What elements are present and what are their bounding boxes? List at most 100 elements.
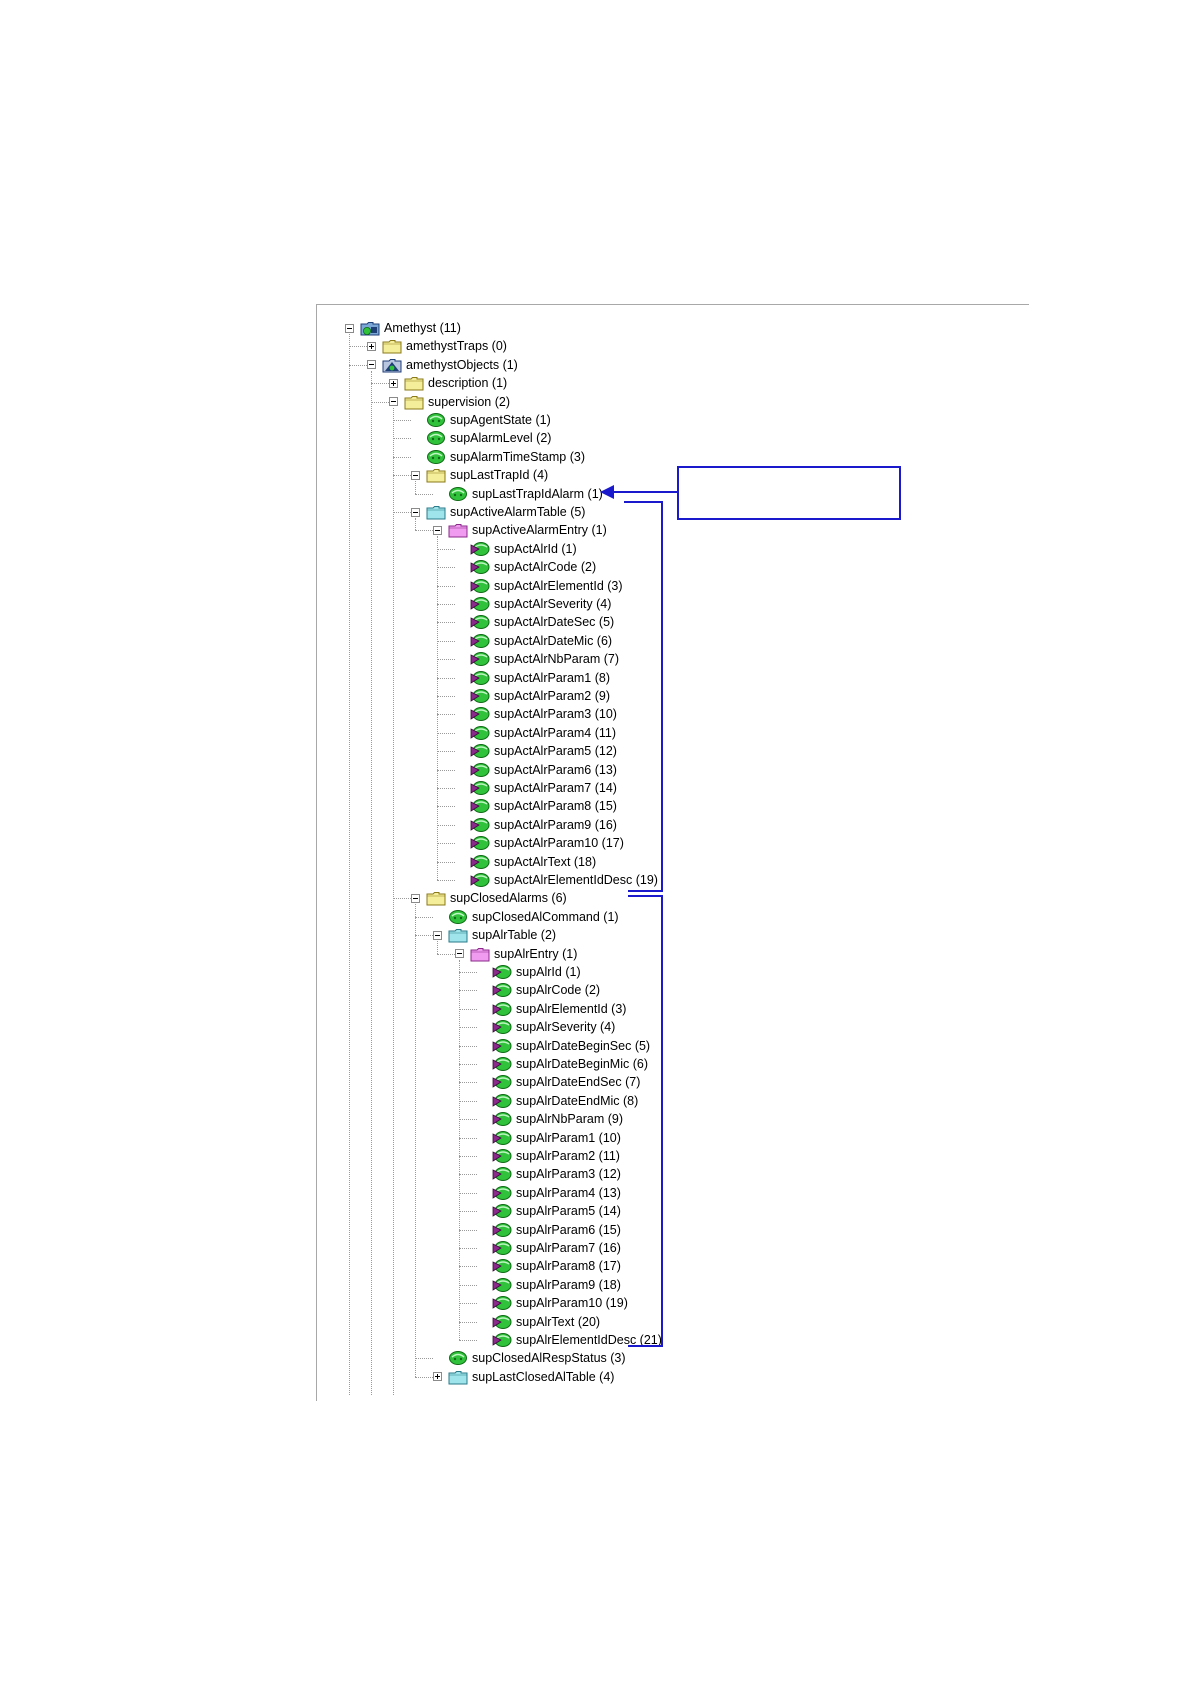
collapse-minus-icon[interactable]: [455, 949, 464, 959]
column-leaf-icon: [470, 670, 494, 686]
mib-root-icon: [360, 320, 384, 336]
tree-node-label: supAlrParam3 (12): [516, 1167, 621, 1182]
expander-spacer: [455, 636, 464, 645]
tree-node-n4[interactable]: supervision (2): [389, 393, 510, 411]
tree-node-n0[interactable]: Amethyst (11): [345, 319, 461, 337]
tree-node-n15[interactable]: supActAlrSeverity (4): [455, 595, 611, 613]
tree-node-n9[interactable]: supLastTrapIdAlarm (1): [433, 485, 603, 503]
tree-node-n49[interactable]: supAlrParam6 (15): [477, 1221, 621, 1239]
tree-node-n40[interactable]: supAlrDateBeginMic (6): [477, 1055, 648, 1073]
tree-node-n1[interactable]: amethystTraps (0): [367, 337, 507, 355]
expand-plus-icon[interactable]: [389, 378, 398, 388]
tree-node-n39[interactable]: supAlrDateBeginSec (5): [477, 1037, 650, 1055]
tree-node-n3[interactable]: description (1): [389, 374, 507, 392]
scalar-leaf-icon: [426, 412, 450, 428]
expander-spacer: [477, 1170, 486, 1179]
tree-node-n20[interactable]: supActAlrParam2 (9): [455, 687, 610, 705]
tree-connector-horizontal: [459, 1156, 477, 1157]
tree-node-n27[interactable]: supActAlrParam9 (16): [455, 816, 617, 834]
collapse-minus-icon[interactable]: [345, 323, 354, 333]
tree-node-n11[interactable]: supActiveAlarmEntry (1): [433, 521, 607, 539]
expander-spacer: [411, 452, 420, 461]
tree-node-n35[interactable]: supAlrId (1): [477, 963, 581, 981]
tree-node-n28[interactable]: supActAlrParam10 (17): [455, 834, 624, 852]
tree-node-n33[interactable]: supAlrTable (2): [433, 926, 556, 944]
table-folder-icon: [426, 504, 450, 520]
tree-node-n45[interactable]: supAlrParam2 (11): [477, 1147, 620, 1165]
tree-node-label: supActAlrSeverity (4): [494, 597, 612, 611]
tree-node-n18[interactable]: supActAlrNbParam (7): [455, 650, 619, 668]
collapse-minus-icon[interactable]: [411, 470, 420, 480]
tree-node-n29[interactable]: supActAlrText (18): [455, 853, 596, 871]
collapse-minus-icon[interactable]: [389, 397, 398, 407]
tree-connector-horizontal: [437, 714, 455, 716]
tree-node-n53[interactable]: supAlrParam10 (19): [477, 1294, 628, 1312]
tree-connector-horizontal: [437, 659, 455, 661]
tree-node-n31[interactable]: supClosedAlarms (6): [411, 889, 567, 907]
tree-connector-horizontal: [437, 567, 455, 569]
tree-node-n41[interactable]: supAlrDateEndSec (7): [477, 1073, 640, 1091]
tree-node-n43[interactable]: supAlrNbParam (9): [477, 1110, 623, 1128]
column-leaf-icon: [492, 1056, 516, 1072]
tree-node-n56[interactable]: supClosedAlRespStatus (3): [433, 1349, 626, 1367]
expand-plus-icon[interactable]: [367, 341, 376, 351]
tree-node-label: supAlrDateEndSec (7): [516, 1075, 641, 1090]
tree-node-n47[interactable]: supAlrParam4 (13): [477, 1184, 621, 1202]
tree-node-n55[interactable]: supAlrElementIdDesc (21): [477, 1331, 662, 1349]
tree-node-n30[interactable]: supActAlrElementIdDesc (19): [455, 871, 658, 889]
tree-node-n21[interactable]: supActAlrParam3 (10): [455, 705, 617, 723]
tree-node-n5[interactable]: supAgentState (1): [411, 411, 551, 429]
tree-node-n44[interactable]: supAlrParam1 (10): [477, 1129, 621, 1147]
tree-node-n19[interactable]: supActAlrParam1 (8): [455, 669, 610, 687]
tree-node-label: supAlrElementIdDesc (21): [516, 1333, 662, 1347]
tree-connector-vertical: [459, 959, 460, 1340]
tree-node-label: supAlrCode (2): [516, 983, 601, 998]
column-leaf-icon: [492, 1001, 516, 1017]
collapse-minus-icon[interactable]: [411, 893, 420, 903]
tree-node-n32[interactable]: supClosedAlCommand (1): [433, 908, 619, 926]
tree-node-n17[interactable]: supActAlrDateMic (6): [455, 632, 612, 650]
tree-connector-horizontal: [459, 1284, 477, 1286]
collapse-minus-icon[interactable]: [367, 360, 376, 370]
tree-node-label: Amethyst (11): [384, 321, 461, 335]
tree-node-n25[interactable]: supActAlrParam7 (14): [455, 779, 617, 797]
tree-node-n13[interactable]: supActAlrCode (2): [455, 558, 596, 576]
tree-node-n16[interactable]: supActAlrDateSec (5): [455, 613, 614, 631]
tree-connector-horizontal: [437, 806, 455, 808]
tree-node-n57[interactable]: supLastClosedAlTable (4): [433, 1368, 614, 1386]
tree-node-n12[interactable]: supActAlrId (1): [455, 540, 577, 558]
tree-node-n6[interactable]: supAlarmLevel (2): [411, 429, 551, 447]
expander-spacer: [477, 1336, 486, 1345]
tree-node-n22[interactable]: supActAlrParam4 (11): [455, 724, 616, 742]
collapse-minus-icon[interactable]: [433, 525, 442, 535]
collapse-minus-icon[interactable]: [433, 930, 442, 940]
tree-node-n42[interactable]: supAlrDateEndMic (8): [477, 1092, 638, 1110]
expander-spacer: [455, 544, 464, 553]
tree-node-n36[interactable]: supAlrCode (2): [477, 981, 600, 999]
tree-node-n51[interactable]: supAlrParam8 (17): [477, 1257, 621, 1275]
tree-connector-horizontal: [393, 438, 411, 440]
tree-connector-horizontal: [437, 880, 455, 881]
table-folder-icon: [448, 1369, 472, 1385]
tree-node-n54[interactable]: supAlrText (20): [477, 1313, 600, 1331]
expand-plus-icon[interactable]: [433, 1372, 442, 1382]
tree-node-n37[interactable]: supAlrElementId (3): [477, 1000, 626, 1018]
tree-node-n10[interactable]: supActiveAlarmTable (5): [411, 503, 585, 521]
collapse-minus-icon[interactable]: [411, 507, 420, 517]
tree-node-n46[interactable]: supAlrParam3 (12): [477, 1165, 621, 1183]
tree-node-n34[interactable]: supAlrEntry (1): [455, 945, 577, 963]
tree-node-n48[interactable]: supAlrParam5 (14): [477, 1202, 621, 1220]
tree-node-n14[interactable]: supActAlrElementId (3): [455, 577, 623, 595]
tree-node-n24[interactable]: supActAlrParam6 (13): [455, 761, 617, 779]
tree-node-n52[interactable]: supAlrParam9 (18): [477, 1276, 621, 1294]
expander-spacer: [455, 784, 464, 793]
tree-connector-horizontal: [437, 677, 455, 679]
tree-node-label: supLastTrapIdAlarm (1): [472, 486, 603, 501]
tree-node-n38[interactable]: supAlrSeverity (4): [477, 1018, 615, 1036]
tree-node-n8[interactable]: supLastTrapId (4): [411, 466, 548, 484]
tree-node-n50[interactable]: supAlrParam7 (16): [477, 1239, 621, 1257]
tree-node-n26[interactable]: supActAlrParam8 (15): [455, 797, 617, 815]
tree-node-n2[interactable]: amethystObjects (1): [367, 356, 518, 374]
tree-node-n23[interactable]: supActAlrParam5 (12): [455, 742, 617, 760]
tree-node-n7[interactable]: supAlarmTimeStamp (3): [411, 448, 585, 466]
